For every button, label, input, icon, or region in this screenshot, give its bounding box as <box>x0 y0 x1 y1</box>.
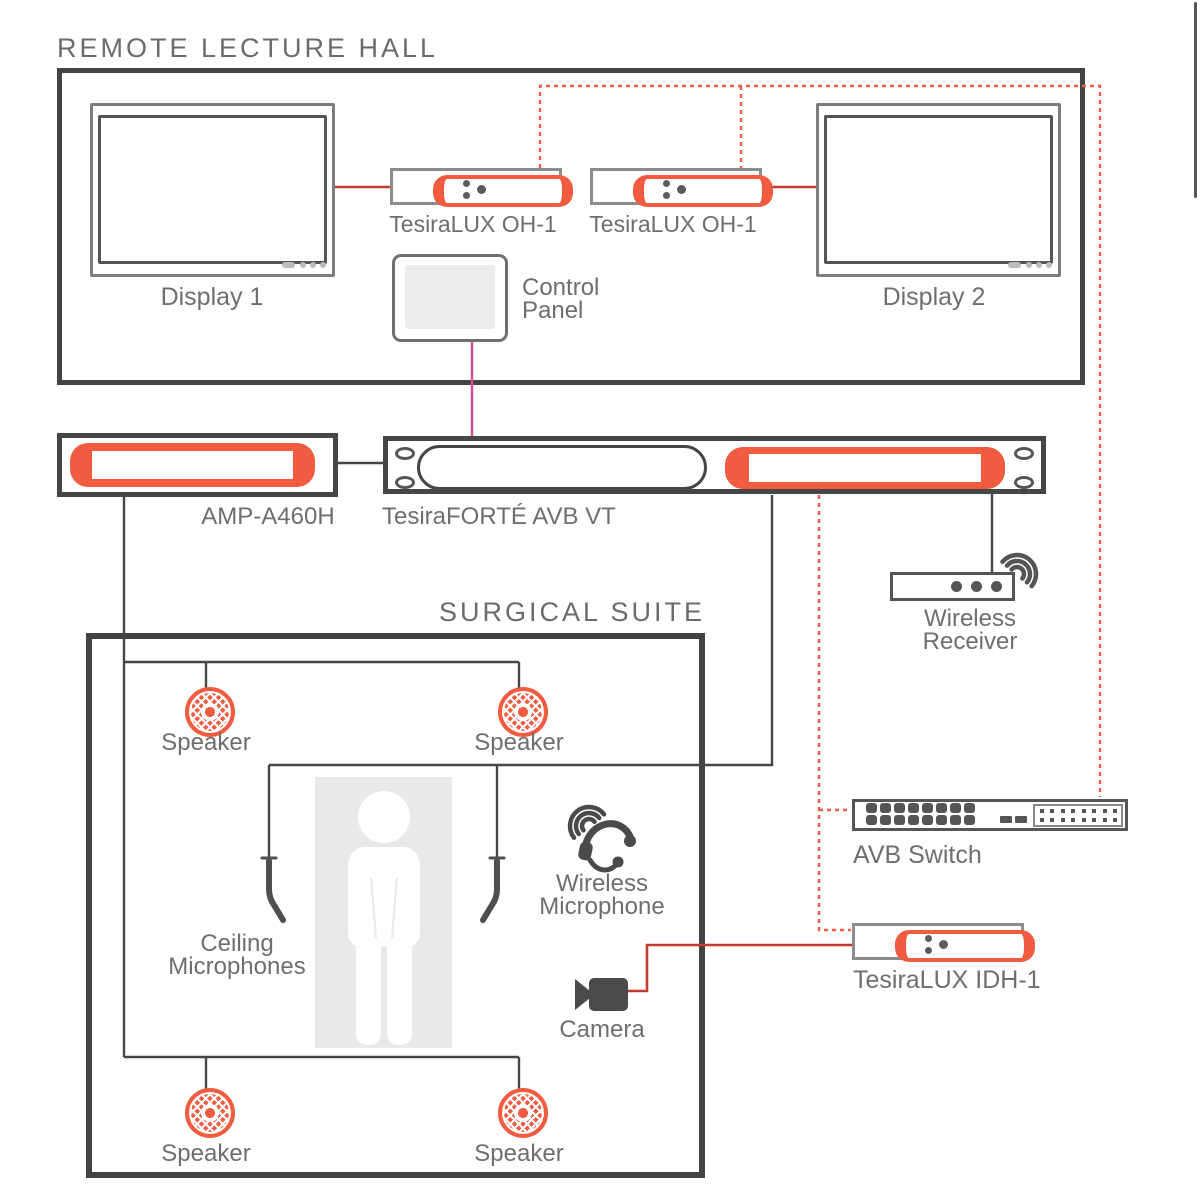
control-panel-label-line2: Panel <box>522 297 584 324</box>
scroll-indicator[interactable] <box>1194 2 1197 198</box>
rack-screw <box>1014 447 1034 460</box>
tesiralux-oh1-left-faceplate <box>433 175 573 207</box>
display-2-screen <box>824 115 1053 264</box>
led-dot <box>939 940 948 949</box>
tesiralux-idh1 <box>852 923 1035 962</box>
wireless-receiver-label: Wireless Receiver <box>895 605 1045 655</box>
display-1 <box>90 103 335 277</box>
lecture-hall-title: REMOTE LECTURE HALL <box>57 33 439 63</box>
display-2-indicator-dot <box>1036 262 1042 268</box>
tesiralux-idh1-faceplate <box>895 930 1035 962</box>
display-2-label: Display 2 <box>882 283 986 311</box>
amp-a460h-label: AMP-A460H <box>201 503 335 530</box>
led-dot <box>463 192 470 199</box>
ceiling-microphones-label-line1: Ceiling <box>200 930 274 957</box>
tesiraforte-label: TesiraFORTÉ AVB VT <box>382 503 616 530</box>
speaker-label: Speaker <box>474 729 564 756</box>
control-panel-label-line1: Control <box>522 274 600 301</box>
display-1-label: Display 1 <box>160 283 264 311</box>
tesiralux-oh1-left <box>390 168 573 207</box>
tesiraforte-display-window <box>417 445 707 490</box>
wire-camera-idh1 <box>627 943 852 993</box>
wireless-receiver <box>890 572 1015 601</box>
display-2 <box>816 103 1061 277</box>
tesiralux-oh1-right-faceplate <box>633 175 773 207</box>
display-1-screen <box>98 115 327 264</box>
display-1-indicator-dot <box>310 262 316 268</box>
wireless-microphone-label: Wireless Microphone <box>522 870 682 920</box>
patient-silhouette <box>315 777 452 1048</box>
speaker-label: Speaker <box>161 1140 251 1167</box>
receiver-dot <box>991 581 1002 592</box>
control-panel <box>392 254 508 342</box>
display-1-indicator-dot <box>320 262 326 268</box>
wire-dashed-oh1-loop <box>538 84 1102 797</box>
led-dot <box>925 947 932 954</box>
amp-a460h <box>57 433 338 497</box>
rack-screw <box>395 447 415 460</box>
speaker-icon <box>185 1088 235 1138</box>
tesiraforte-faceplate <box>725 447 1005 489</box>
ceiling-microphone-icon-left <box>260 856 286 923</box>
speaker-icon <box>498 687 548 737</box>
wireless-receiver-label-line2: Receiver <box>922 628 1018 655</box>
led-dot <box>477 185 486 194</box>
remote-lecture-hall-box <box>57 68 1085 385</box>
wireless-receiver-label-line1: Wireless <box>923 605 1016 632</box>
display-2-indicator-dot <box>1026 262 1032 268</box>
led-dot <box>663 192 670 199</box>
wire-dashed-forte-avbswitch <box>817 495 851 932</box>
control-panel-label: Control Panel <box>522 274 600 324</box>
display-2-indicator-dot <box>1046 262 1052 268</box>
wifi-icon-receiver <box>1000 552 1039 589</box>
control-panel-screen <box>405 265 495 329</box>
display-2-indicator-pill <box>1008 262 1021 268</box>
avb-switch-label: AVB Switch <box>853 841 982 869</box>
camera-label: Camera <box>559 1016 645 1043</box>
avb-switch <box>852 799 1128 831</box>
ceiling-microphones-label-line2: Microphones <box>168 953 306 980</box>
receiver-dot <box>971 581 982 592</box>
wireless-microphone-label-line2: Microphone <box>539 893 665 920</box>
speaker-label: Speaker <box>161 729 251 756</box>
led-dot <box>463 180 470 187</box>
amp-a460h-faceplate <box>70 443 315 487</box>
led-dot <box>677 185 686 194</box>
tesiralux-oh1-left-label: TesiraLUX OH-1 <box>389 211 557 237</box>
wire-mic-bus <box>269 495 774 767</box>
surgical-suite-box <box>86 633 705 1178</box>
ceiling-microphones-label: Ceiling Microphones <box>147 930 327 980</box>
speaker-icon <box>498 1088 548 1138</box>
receiver-dot <box>951 581 962 592</box>
led-dot <box>663 180 670 187</box>
ceiling-microphone-icon-right <box>480 856 506 923</box>
wireless-microphone-label-line1: Wireless <box>555 870 648 897</box>
rack-screw <box>1014 476 1034 489</box>
surgical-suite-title: SURGICAL SUITE <box>438 597 705 627</box>
wireless-microphone-icon <box>567 804 636 873</box>
tesiralux-idh1-label: TesiraLUX IDH-1 <box>853 966 1041 994</box>
led-dot <box>925 935 932 942</box>
camera-icon <box>575 978 628 1011</box>
display-1-indicator-dot <box>300 262 306 268</box>
avb-switch-ports <box>866 803 1123 827</box>
display-1-indicator-pill <box>282 262 295 268</box>
tesiralux-oh1-right <box>590 168 773 207</box>
speaker-label: Speaker <box>474 1140 564 1167</box>
speaker-icon <box>185 687 235 737</box>
rack-screw <box>395 476 415 489</box>
tesiralux-oh1-right-label: TesiraLUX OH-1 <box>589 211 757 237</box>
tesiraforte-avb-vt <box>383 436 1046 494</box>
